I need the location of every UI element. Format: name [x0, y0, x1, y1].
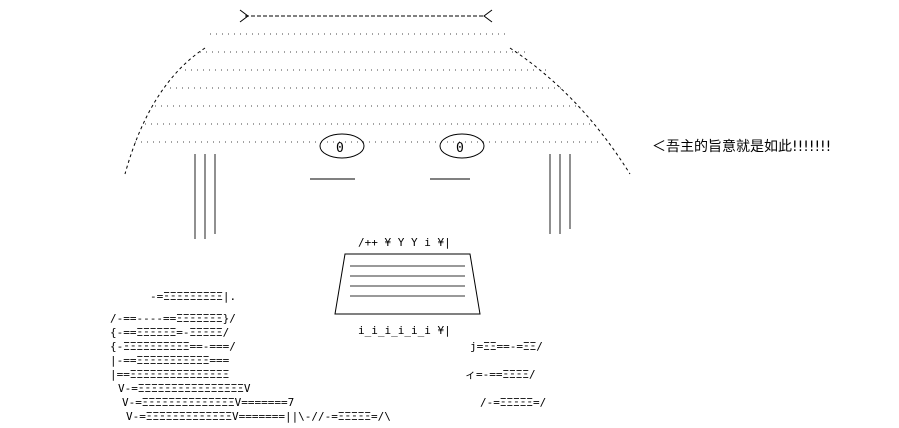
mouth — [334, 253, 481, 315]
svg-text:j=ΞΞ==-=ΞΞ/: j=ΞΞ==-=ΞΞ/ — [470, 340, 543, 353]
svg-text:-=ΞΞΞΞΞΞΞΞΞ|.: -=ΞΞΞΞΞΞΞΞΞ|. — [150, 290, 236, 303]
svg-text:/-==----==ΞΞΞΞΞΞΞ}/: /-==----==ΞΞΞΞΞΞΞ}/ — [110, 312, 236, 325]
svg-text:ィ=-==ΞΞΞΞ/: ィ=-==ΞΞΞΞ/ — [465, 368, 536, 381]
hat-texture — [135, 33, 600, 143]
svg-text:{-==ΞΞΞΞΞΞ=-ΞΞΞΞΞ/: {-==ΞΞΞΞΞΞ=-ΞΞΞΞΞ/ — [110, 326, 229, 339]
speech-caption: ＜吾主的旨意就是如此!!!!!!! — [652, 139, 832, 155]
ascii-art-drawing: 0 0 /++ ¥ Y Y i ¥| i_i_i_i_i_i ¥| -=ΞΞΞΞ… — [110, 9, 631, 423]
svg-text:/-=ΞΞΞΞΞ=/: /-=ΞΞΞΞΞ=/ — [480, 396, 546, 409]
svg-text:/++ ¥ Y Y i ¥|: /++ ¥ Y Y i ¥| — [358, 236, 451, 249]
ascii-art-figure: 0 0 /++ ¥ Y Y i ¥| i_i_i_i_i_i ¥| -=ΞΞΞΞ… — [110, 4, 650, 424]
collar-lines: -=ΞΞΞΞΞΞΞΞΞ|. /-==----==ΞΞΞΞΞΞΞ}/ {-==ΞΞ… — [110, 290, 546, 423]
svg-text:0: 0 — [456, 141, 464, 156]
svg-text:{-ΞΞΞΞΞΞΞΞΞΞ==-===/: {-ΞΞΞΞΞΞΞΞΞΞ==-===/ — [110, 340, 236, 353]
svg-text:|-==ΞΞΞΞΞΞΞΞΞΞΞ===: |-==ΞΞΞΞΞΞΞΞΞΞΞ=== — [110, 354, 230, 367]
svg-text:V-=ΞΞΞΞΞΞΞΞΞΞΞΞΞV=======||\-//: V-=ΞΞΞΞΞΞΞΞΞΞΞΞΞV=======||\-//-=ΞΞΞΞΞ=/\ — [126, 410, 391, 423]
svg-text:|==ΞΞΞΞΞΞΞΞΞΞΞΞΞΞΞ: |==ΞΞΞΞΞΞΞΞΞΞΞΞΞΞΞ — [110, 368, 229, 381]
svg-text:V-=ΞΞΞΞΞΞΞΞΞΞΞΞΞΞΞΞV: V-=ΞΞΞΞΞΞΞΞΞΞΞΞΞΞΞΞV — [118, 382, 251, 395]
svg-text:i_i_i_i_i_i ¥|: i_i_i_i_i_i ¥| — [358, 324, 451, 337]
right-eye — [439, 133, 485, 159]
svg-text:0: 0 — [336, 141, 344, 156]
cheek-hatching — [194, 154, 571, 239]
hat-outline — [124, 47, 631, 175]
left-eye — [319, 133, 365, 159]
svg-text:V-=ΞΞΞΞΞΞΞΞΞΞΞΞΞΞV=======7: V-=ΞΞΞΞΞΞΞΞΞΞΞΞΞΞV=======7 — [122, 396, 294, 409]
